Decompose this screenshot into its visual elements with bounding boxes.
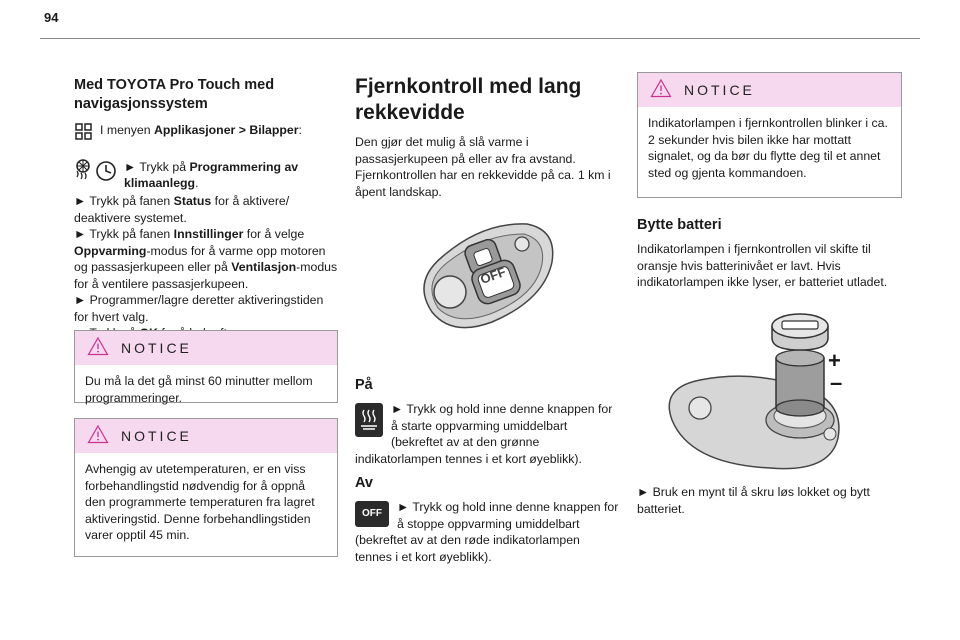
notice-header: NOTICE — [75, 419, 337, 453]
notice-header: NOTICE — [75, 331, 337, 365]
menu-instruction: I menyen Applikasjoner > Bilapper: — [74, 122, 338, 147]
off-text: ► Trykk og hold inne denne knappen for å… — [355, 500, 619, 564]
battery-replacement-illustration: + – — [660, 308, 860, 476]
notice-header: NOTICE — [638, 73, 901, 107]
heater-on-icon — [355, 403, 383, 437]
battery-minus-symbol: – — [830, 370, 843, 395]
climate-programming-text: ► Trykk på Programmering av klimaanlegg. — [124, 159, 299, 191]
remote-intro-text: Den gjør det mulig å slå varme i passasj… — [355, 135, 611, 199]
remote-control-illustration: OFF — [412, 212, 562, 342]
settings-tab-text: ► Trykk på fanen Innstillinger for å vel… — [74, 227, 338, 291]
warning-triangle-icon — [87, 336, 109, 361]
column-left: Med TOYOTA Pro Touch med navigasjonssyst… — [74, 76, 338, 342]
battery-plus-symbol: + — [828, 348, 841, 373]
notice-box-signal: NOTICE Indikatorlampen i fjernkontrollen… — [637, 72, 902, 198]
warning-triangle-icon — [650, 78, 672, 103]
warning-triangle-icon — [87, 424, 109, 449]
notice-body: Indikatorlampen i fjernkontrollen blinke… — [648, 116, 888, 180]
on-instruction: ► Trykk og hold inne denne knappen for å… — [355, 401, 619, 467]
off-heading: Av — [355, 475, 373, 491]
column-middle: Fjernkontroll med lang rekkevidde Den gj… — [355, 74, 619, 200]
climate-timer-icon — [74, 157, 118, 194]
page-number: 94 — [44, 10, 59, 25]
on-section: På ► Trykk og hold inne denne knappen fo… — [355, 376, 619, 467]
notice-title: NOTICE — [121, 428, 192, 444]
notice-body: Avhengig av utetemperaturen, er en viss … — [85, 462, 315, 542]
section-heading-remote: Fjernkontroll med lang rekkevidde — [355, 75, 582, 124]
menu-path-text: I menyen Applikasjoner > Bilapper: — [100, 123, 302, 137]
status-tab-text: ► Trykk på fanen Status for å aktivere/ … — [74, 194, 290, 225]
coin-text: ► Bruk en mynt til å skru løs lokket og … — [637, 485, 870, 516]
battery-text: Indikatorlampen i fjernkontrollen vil sk… — [637, 242, 888, 289]
notice-box-preconditioning-time: NOTICE Avhengig av utetemperaturen, er e… — [74, 418, 338, 557]
coin-instruction: ► Bruk en mynt til å skru løs lokket og … — [637, 484, 902, 517]
notice-title: NOTICE — [684, 82, 755, 98]
off-button-icon: OFF — [355, 501, 389, 527]
notice-title: NOTICE — [121, 340, 192, 356]
climate-programming-instruction: ► Trykk på Programmering av klimaanlegg. — [74, 157, 338, 194]
column-right: Bytte batteri Indikatorlampen i fjernkon… — [637, 216, 902, 291]
off-section: Av OFF ► Trykk og hold inne denne knappe… — [355, 474, 619, 565]
notice-body: Du må la det gå minst 60 minutter mellom… — [85, 374, 313, 405]
program-store-text: ► Programmer/lagre deretter aktiveringst… — [74, 293, 324, 324]
notice-box-programming-interval: NOTICE Du må la det gå minst 60 minutter… — [74, 330, 338, 405]
apps-grid-icon — [74, 122, 94, 147]
header-divider — [40, 38, 920, 39]
battery-heading: Bytte batteri — [637, 217, 722, 233]
off-instruction: OFF ► Trykk og hold inne denne knappen f… — [355, 499, 619, 565]
on-heading: På — [355, 377, 373, 393]
section-heading-pro-touch: Med TOYOTA Pro Touch med navigasjonssyst… — [74, 77, 275, 112]
on-text: ► Trykk og hold inne denne knappen for å… — [355, 402, 613, 466]
